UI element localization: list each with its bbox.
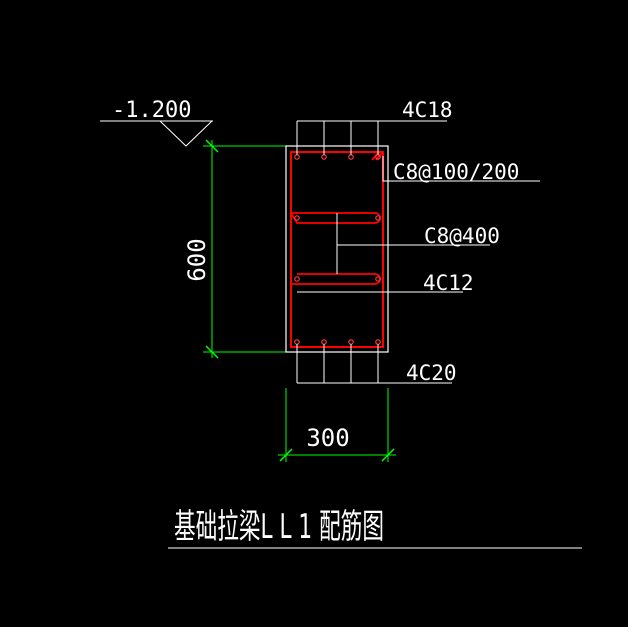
side-bar (375, 215, 381, 221)
tie-bar-lower (291, 273, 381, 285)
bottom-bar (294, 339, 300, 345)
stirrup-outer (290, 151, 384, 348)
top-bars-label: 4C18 (402, 98, 453, 122)
top-bar (321, 154, 327, 160)
stirrup-label: C8@100/200 (393, 160, 519, 184)
width-dim-tick-left (279, 448, 293, 462)
elevation-triangle (159, 120, 213, 147)
side-bar (375, 276, 381, 282)
bottom-bar (321, 339, 327, 345)
tie-bar-upper (289, 212, 381, 224)
bottom-bar (375, 339, 381, 345)
stirrup-leader-line (382, 156, 540, 182)
beam-section-outline (285, 145, 389, 353)
height-dim-label: 600 (183, 238, 211, 281)
bottom-bars-leader: 4C20 (296, 344, 457, 385)
stirrup-leader: C8@100/200 (382, 156, 540, 184)
top-bar (294, 154, 300, 160)
bottom-bar (348, 339, 354, 345)
elevation-label: -1.200 (112, 98, 191, 123)
elevation-marker: -1.200 (100, 98, 213, 147)
width-dim-tick-right (381, 448, 395, 462)
tie-leader: C8@400 (336, 213, 500, 274)
side-bars-label: 4C12 (423, 271, 474, 295)
height-dimension: 600 (183, 139, 286, 359)
tie-label: C8@400 (424, 224, 500, 248)
side-bars-leader: 4C12 (297, 271, 474, 295)
top-bars-leader: 4C18 (296, 98, 453, 155)
height-dim-tick-bottom (205, 345, 219, 359)
top-bar (348, 154, 354, 160)
height-dim-tick-top (205, 139, 219, 153)
width-dimension: 300 (278, 388, 396, 462)
width-dim-label: 300 (306, 424, 349, 452)
drawing-title: 基础拉梁L L 1 配筋图 (174, 507, 384, 547)
side-bar (294, 215, 300, 221)
side-bar (294, 276, 300, 282)
bottom-bars-label: 4C20 (406, 361, 457, 385)
drawing-title-block: 基础拉梁L L 1 配筋图 (168, 507, 582, 549)
